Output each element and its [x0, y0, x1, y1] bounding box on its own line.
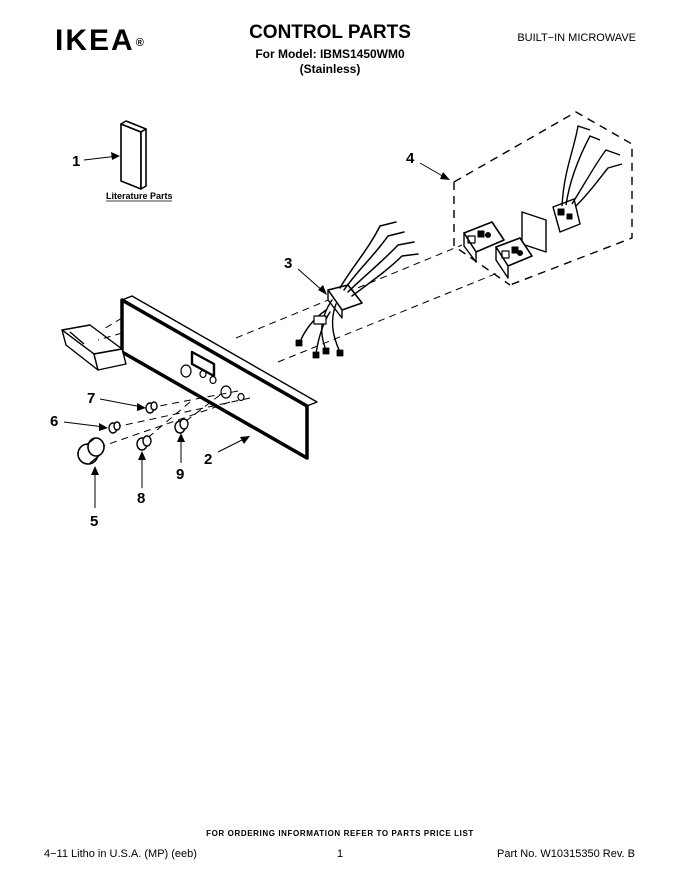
product-type: BUILT−IN MICROWAVE	[517, 32, 636, 44]
button-part-7	[145, 401, 158, 414]
leader-arrow-1	[111, 152, 120, 160]
page-title: CONTROL PARTS	[249, 22, 411, 43]
switch-assembly	[463, 125, 623, 279]
callout-7: 7	[87, 390, 95, 407]
ikea-logo: IKEA®	[55, 24, 144, 57]
model-number: For Model: IBMS1450WM0	[255, 47, 405, 61]
control-panel	[120, 295, 318, 460]
litho-info: 4−11 Litho in U.S.A. (MP) (eeb)	[44, 848, 197, 860]
callout-6: 6	[50, 413, 58, 430]
button-part-9	[174, 418, 189, 434]
registered-mark: ®	[135, 37, 144, 49]
button-part-6	[108, 421, 121, 434]
callout-1: 1	[72, 153, 80, 170]
document-part-number: Part No. W10315350 Rev. B	[497, 848, 635, 860]
callout-2: 2	[204, 451, 212, 468]
callout-4: 4	[406, 150, 415, 167]
callout-3: 3	[284, 255, 292, 272]
callout-8: 8	[137, 490, 145, 507]
panel-trim-piece	[61, 324, 127, 371]
page-number: 1	[336, 848, 344, 860]
button-part-8	[136, 435, 152, 451]
callout-5: 5	[90, 513, 98, 530]
callout-leaders	[63, 162, 450, 508]
knob-part-5	[77, 437, 105, 465]
switch-assembly-box	[453, 111, 633, 286]
literature-parts-label: Literature Parts	[106, 191, 173, 201]
model-variant: (Stainless)	[299, 62, 361, 76]
literature-booklet	[120, 120, 147, 190]
callout-9: 9	[176, 466, 184, 483]
brand-name: IKEA	[55, 24, 135, 57]
wiring-harness	[295, 221, 419, 359]
ordering-info-notice: FOR ORDERING INFORMATION REFER TO PARTS …	[206, 829, 474, 838]
